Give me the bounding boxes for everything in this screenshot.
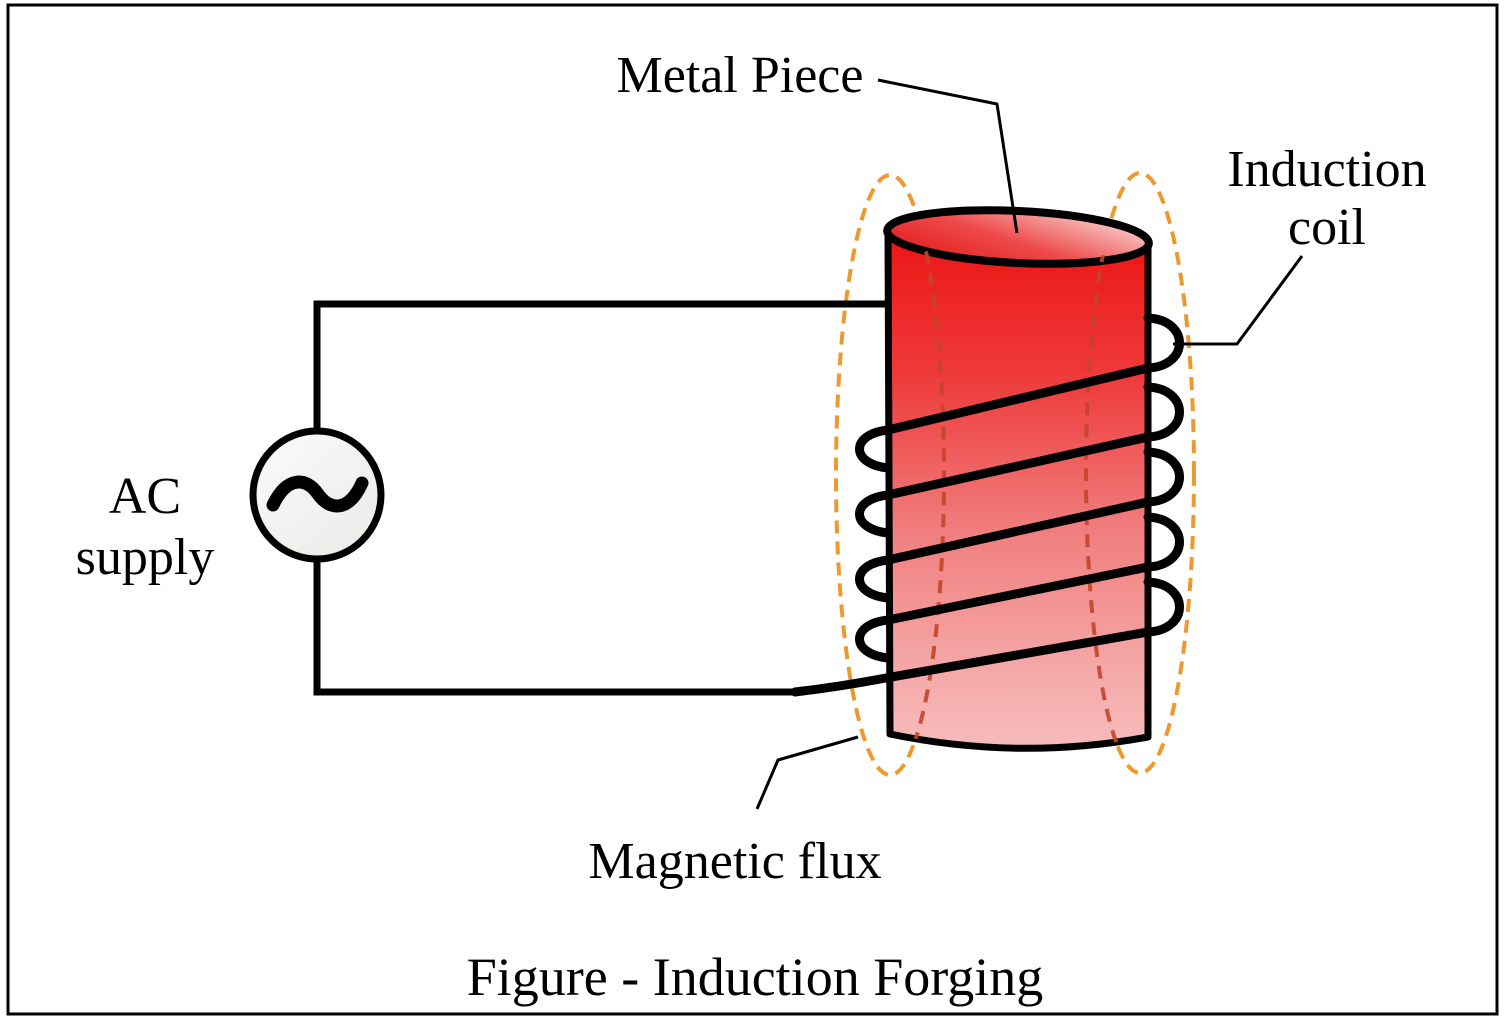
induction-coil-winding (790, 313, 1184, 697)
induction-coil-label: Induction coil (1227, 141, 1426, 257)
figure-caption: Figure - Induction Forging (466, 947, 1044, 1007)
ac-supply-label-line1: AC (108, 468, 182, 525)
induction-coil-leader-line (1173, 255, 1304, 346)
circuit-wire (313, 300, 888, 696)
ac-supply-label-line2: supply (75, 529, 215, 586)
magnetic-flux-right-ellipse (1084, 171, 1196, 775)
sine-wave-icon (266, 475, 369, 513)
ac-source (249, 427, 385, 563)
induction-coil-label-line1: Induction (1227, 141, 1427, 198)
magnetic-flux-leader-line (755, 735, 859, 810)
magnetic-flux-label: Magnetic flux (588, 833, 882, 890)
metal-piece-leader-line (877, 78, 1019, 234)
metal-piece-label: Metal Piece (616, 47, 864, 104)
leader-lines (755, 78, 1304, 810)
ac-supply-label: AC supply (76, 466, 215, 588)
induction-coil-label-line2: coil (1288, 199, 1366, 256)
cylinder-top-face (883, 206, 1153, 268)
metal-piece-cylinder (883, 206, 1153, 752)
